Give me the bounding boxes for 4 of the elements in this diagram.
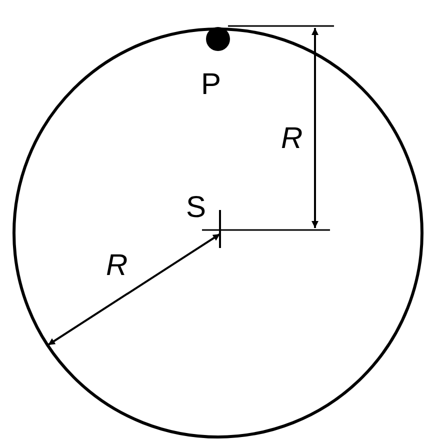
center-label: S bbox=[186, 193, 206, 223]
point-label: P bbox=[201, 70, 222, 100]
dimension-label: R bbox=[281, 124, 303, 154]
dimension-label: R bbox=[106, 251, 128, 281]
